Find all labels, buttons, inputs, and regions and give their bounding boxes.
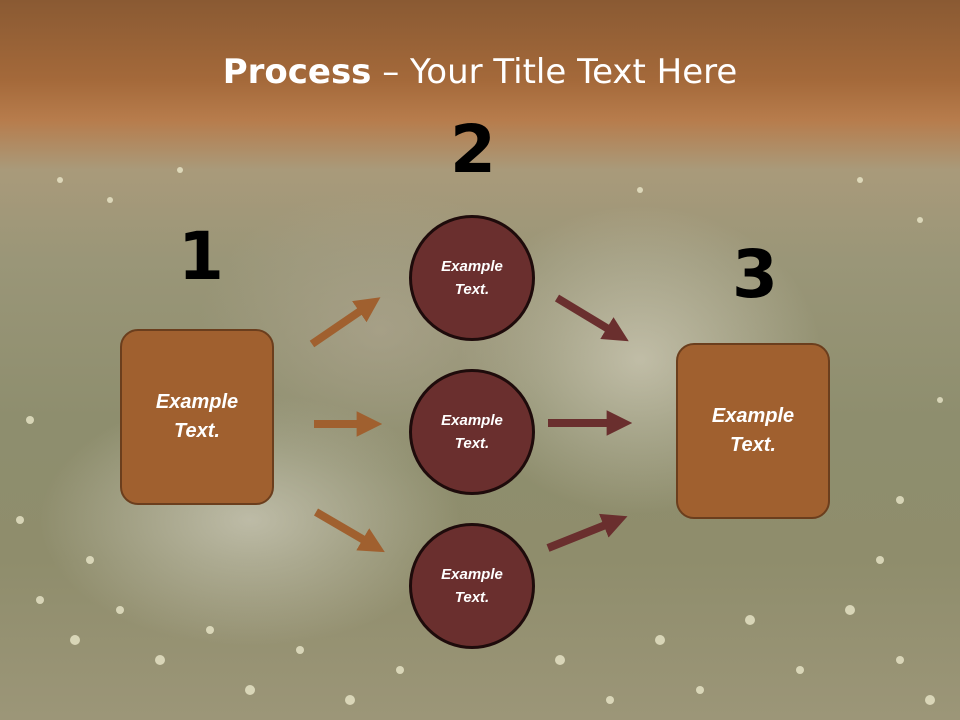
left-step-box: Example Text. xyxy=(120,329,274,505)
circle-bottom: Example Text. xyxy=(409,523,535,649)
circle-bottom-line2: Text. xyxy=(454,589,490,606)
arrow-top-to-right xyxy=(554,294,629,342)
slide-title-rest: – Your Title Text Here xyxy=(371,52,738,92)
left-box-line2: Text. xyxy=(174,420,220,442)
circle-bottom-line1: Example xyxy=(441,566,503,583)
circle-middle-line1: Example xyxy=(441,412,503,429)
arrow-left-to-bottom xyxy=(313,508,385,553)
circle-middle: Example Text. xyxy=(409,369,535,495)
arrow-bottom-to-right xyxy=(546,513,628,552)
circle-top-line2: Text. xyxy=(454,281,490,298)
arrow-left-to-top xyxy=(309,297,381,348)
circle-top-line1: Example xyxy=(441,258,503,275)
left-box-line1: Example xyxy=(155,391,239,413)
slide-title-bold: Process xyxy=(222,52,372,92)
step-number-1: 1 xyxy=(178,218,224,295)
step-number-3: 3 xyxy=(732,236,778,313)
right-box-line1: Example xyxy=(711,405,795,427)
slide-title: Process – Your Title Text Here xyxy=(0,52,960,92)
circle-middle-line2: Text. xyxy=(454,435,490,452)
circle-top: Example Text. xyxy=(409,215,535,341)
step-number-2: 2 xyxy=(450,111,496,188)
right-step-box: Example Text. xyxy=(676,343,830,519)
right-box-line2: Text. xyxy=(730,434,776,456)
